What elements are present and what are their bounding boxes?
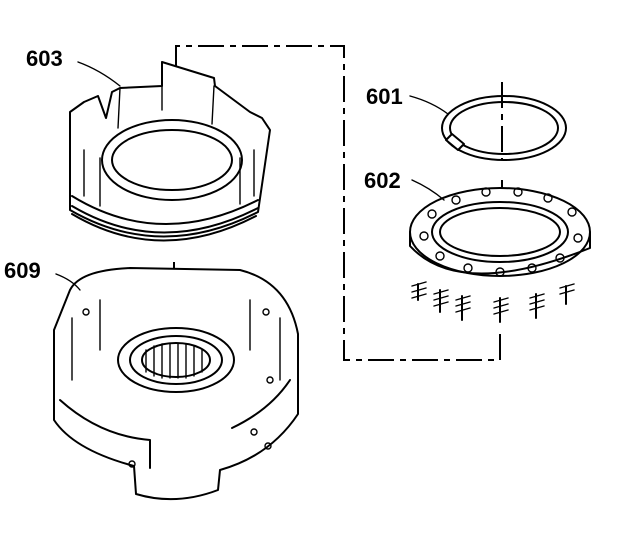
callout-602: 602 [364,168,401,193]
part-609-housing [53,267,299,501]
retainer-holes [419,187,583,277]
leader-603 [77,61,121,87]
callout-601: 601 [366,84,403,109]
assembly-path-top [175,45,501,361]
part-602-spring-retainer [409,187,591,323]
callout-603: 603 [26,46,63,71]
part-601-snap-ring [441,95,567,161]
leader-lines [55,61,449,291]
part-603-sleeve [69,61,271,242]
leader-601 [409,95,449,115]
leader-602 [411,179,445,201]
callout-609: 609 [4,258,41,283]
leader-609 [55,273,81,291]
callout-labels: 603 609 601 602 [4,46,403,283]
